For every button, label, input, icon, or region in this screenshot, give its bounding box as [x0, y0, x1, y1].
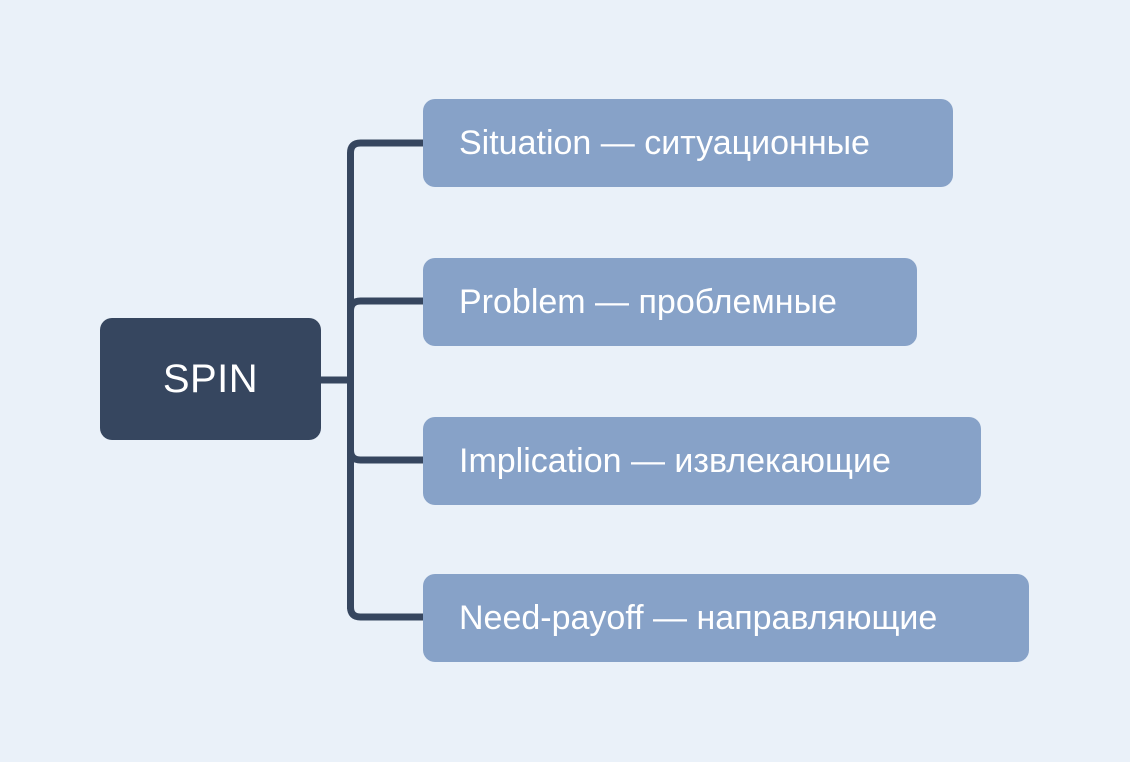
root-node-label: SPIN — [162, 357, 259, 401]
branch-node-problem[interactable]: Problem — проблемные — [423, 258, 917, 346]
connector-branch-3 — [347, 449, 423, 464]
branch-node-label: Need-payoff — направляющие — [459, 599, 938, 637]
branch-node-implication[interactable]: Implication — извлекающие — [423, 417, 981, 505]
branch-node-label: Implication — извлекающие — [459, 442, 891, 480]
branch-node-label: Problem — проблемные — [459, 283, 837, 321]
branch-node-need-payoff[interactable]: Need-payoff — направляющие — [423, 574, 1029, 662]
connector-branch-1 — [347, 139, 423, 609]
connector-branch-4 — [347, 606, 423, 621]
branch-node-label: Situation — ситуационные — [459, 124, 870, 162]
branch-node-situation[interactable]: Situation — ситуационные — [423, 99, 953, 187]
root-node-spin[interactable]: SPIN — [100, 318, 321, 440]
connector-branch-2 — [347, 297, 423, 312]
